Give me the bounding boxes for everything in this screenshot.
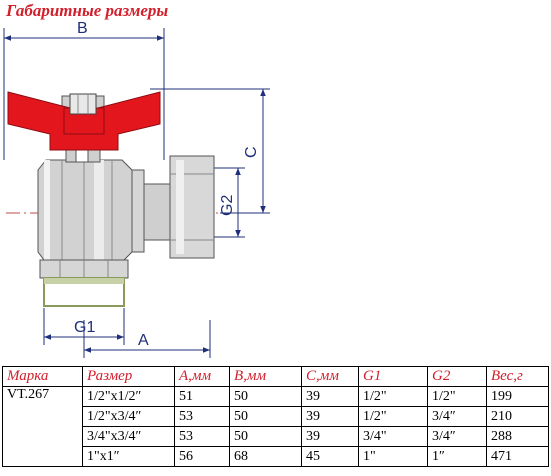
table-row: 1"x1″ 56 68 45 1" 1″ 471 [3, 446, 549, 467]
table-row: 3/4"x3/4″ 53 50 39 3/4" 3/4″ 288 [3, 426, 549, 447]
cell-g2: 3/4″ [427, 406, 487, 427]
cell-c: 39 [301, 426, 359, 447]
table-row: VT.267 1/2"x1/2″ 51 50 39 1/2" 1/2" 199 [2, 386, 549, 467]
dimension-label-a: A [138, 332, 149, 349]
cell-a: 53 [174, 426, 230, 447]
cell-size: 3/4"x3/4″ [82, 426, 175, 447]
cell-a: 56 [174, 446, 230, 467]
dimension-g2: G2 [212, 167, 245, 238]
cell-g2: 3/4″ [427, 426, 487, 447]
cell-size: 1/2"x1/2″ [82, 386, 175, 407]
valve-drawing: B C G2 G1 A [3, 20, 270, 358]
cell-b: 68 [229, 446, 302, 467]
header-size: Размер [82, 366, 175, 387]
cell-c: 39 [301, 386, 359, 407]
header-a: A,мм [174, 366, 230, 387]
table-header-row: Марка Размер A,мм B,мм C,мм G1 G2 Вес,г [2, 366, 549, 387]
cell-g1: 1" [358, 446, 428, 467]
spec-table: Марка Размер A,мм B,мм C,мм G1 G2 Вес,г … [2, 366, 549, 467]
cell-weight: 199 [486, 386, 549, 407]
cell-weight: 288 [486, 426, 549, 447]
cell-c: 45 [301, 446, 359, 467]
cell-weight: 471 [486, 446, 549, 467]
header-c: C,мм [301, 366, 359, 387]
cell-weight: 210 [486, 406, 549, 427]
header-g2: G2 [427, 366, 487, 387]
page-title: Габаритные размеры [6, 1, 169, 20]
dimension-label-g1: G1 [74, 319, 95, 336]
cell-size: 1"x1″ [82, 446, 175, 467]
dimension-b: B [3, 20, 165, 160]
valve-body [37, 159, 133, 261]
cell-c: 39 [301, 406, 359, 427]
dimension-c: C [150, 88, 270, 214]
cell-g1: 3/4" [358, 426, 428, 447]
header-weight: Вес,г [486, 366, 549, 387]
header-b: B,мм [229, 366, 302, 387]
lower-fitting [39, 259, 129, 307]
header-g1: G1 [358, 366, 428, 387]
dimension-label-b: B [77, 20, 88, 37]
cell-g1: 1/2" [358, 386, 428, 407]
dimension-label-c: C [243, 146, 260, 158]
dimension-a: A [83, 320, 211, 358]
cell-g1: 1/2" [358, 406, 428, 427]
cell-b: 50 [229, 406, 302, 427]
brand-cell: VT.267 [2, 386, 83, 467]
union-connector [131, 155, 215, 259]
cell-a: 53 [174, 406, 230, 427]
dimension-g1: G1 [43, 308, 125, 345]
header-brand: Марка [2, 366, 83, 387]
cell-size: 1/2"x3/4″ [82, 406, 175, 427]
dimension-label-g2: G2 [219, 195, 236, 216]
cell-g2: 1″ [427, 446, 487, 467]
cell-b: 50 [229, 386, 302, 407]
cell-a: 51 [174, 386, 230, 407]
cell-g2: 1/2" [427, 386, 487, 407]
handle-nut [69, 93, 97, 115]
table-row: 1/2"x3/4″ 53 50 39 1/2" 3/4″ 210 [3, 406, 549, 427]
cell-b: 50 [229, 426, 302, 447]
